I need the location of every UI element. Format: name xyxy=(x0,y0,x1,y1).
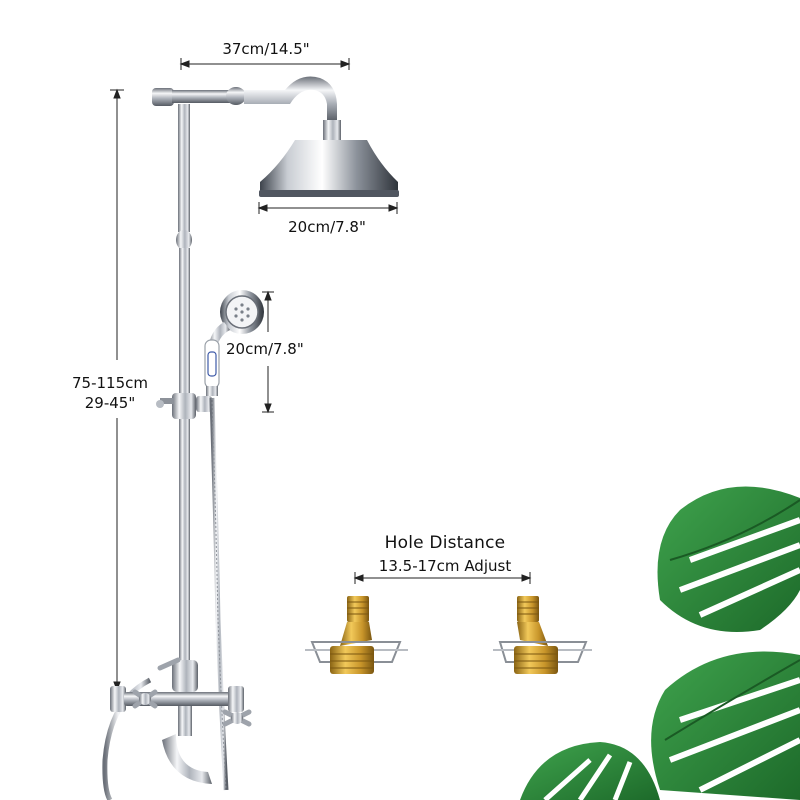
dimension-lines xyxy=(110,58,532,692)
head-diameter-label: 20cm/7.8" xyxy=(288,218,366,236)
height-range-in-label: 29-45" xyxy=(84,394,136,412)
hole-distance-title: Hole Distance xyxy=(384,533,506,553)
hand-shower-height-label: 20cm/7.8" xyxy=(226,340,304,358)
monstera-leaf-icon xyxy=(520,486,800,800)
brass-connector-icon xyxy=(305,596,592,674)
hole-distance-adjust-label: 13.5-17cm Adjust xyxy=(378,557,512,575)
arm-width-label: 37cm/14.5" xyxy=(222,40,310,58)
shower-set-icon xyxy=(102,76,399,800)
height-range-cm-label: 75-115cm xyxy=(72,374,148,392)
